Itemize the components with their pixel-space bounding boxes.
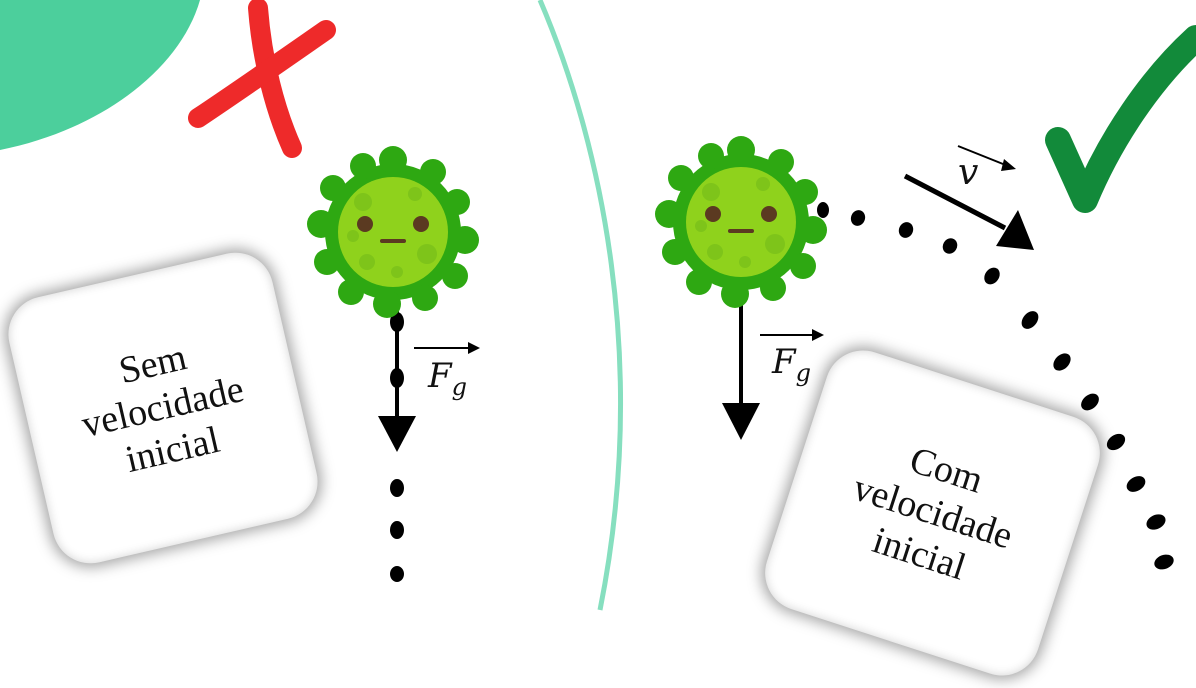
right-gravity-arrow [722, 288, 760, 440]
right-trajectory-dots [817, 202, 1174, 570]
left-virus-icon [307, 146, 479, 318]
divider-curve [537, 0, 623, 611]
left-gravity-arrow [378, 298, 416, 452]
card-right-text: Com velocidade inicial [848, 439, 1018, 589]
left-force-vector-overline [414, 342, 480, 354]
right-force-label: Fg [772, 342, 811, 387]
velocity-vector-overline [957, 145, 1016, 171]
left-force-label: Fg [428, 356, 467, 401]
right-force-vector-overline [760, 329, 824, 341]
teal-corner-shape [0, 0, 200, 150]
cross-icon [188, 0, 336, 158]
check-icon [1045, 25, 1196, 213]
card-left-text: Sem velocidade inicial [77, 336, 248, 481]
right-virus-icon [655, 136, 827, 308]
right-velocity-arrow [903, 173, 1034, 250]
velocity-label: v [958, 152, 979, 193]
